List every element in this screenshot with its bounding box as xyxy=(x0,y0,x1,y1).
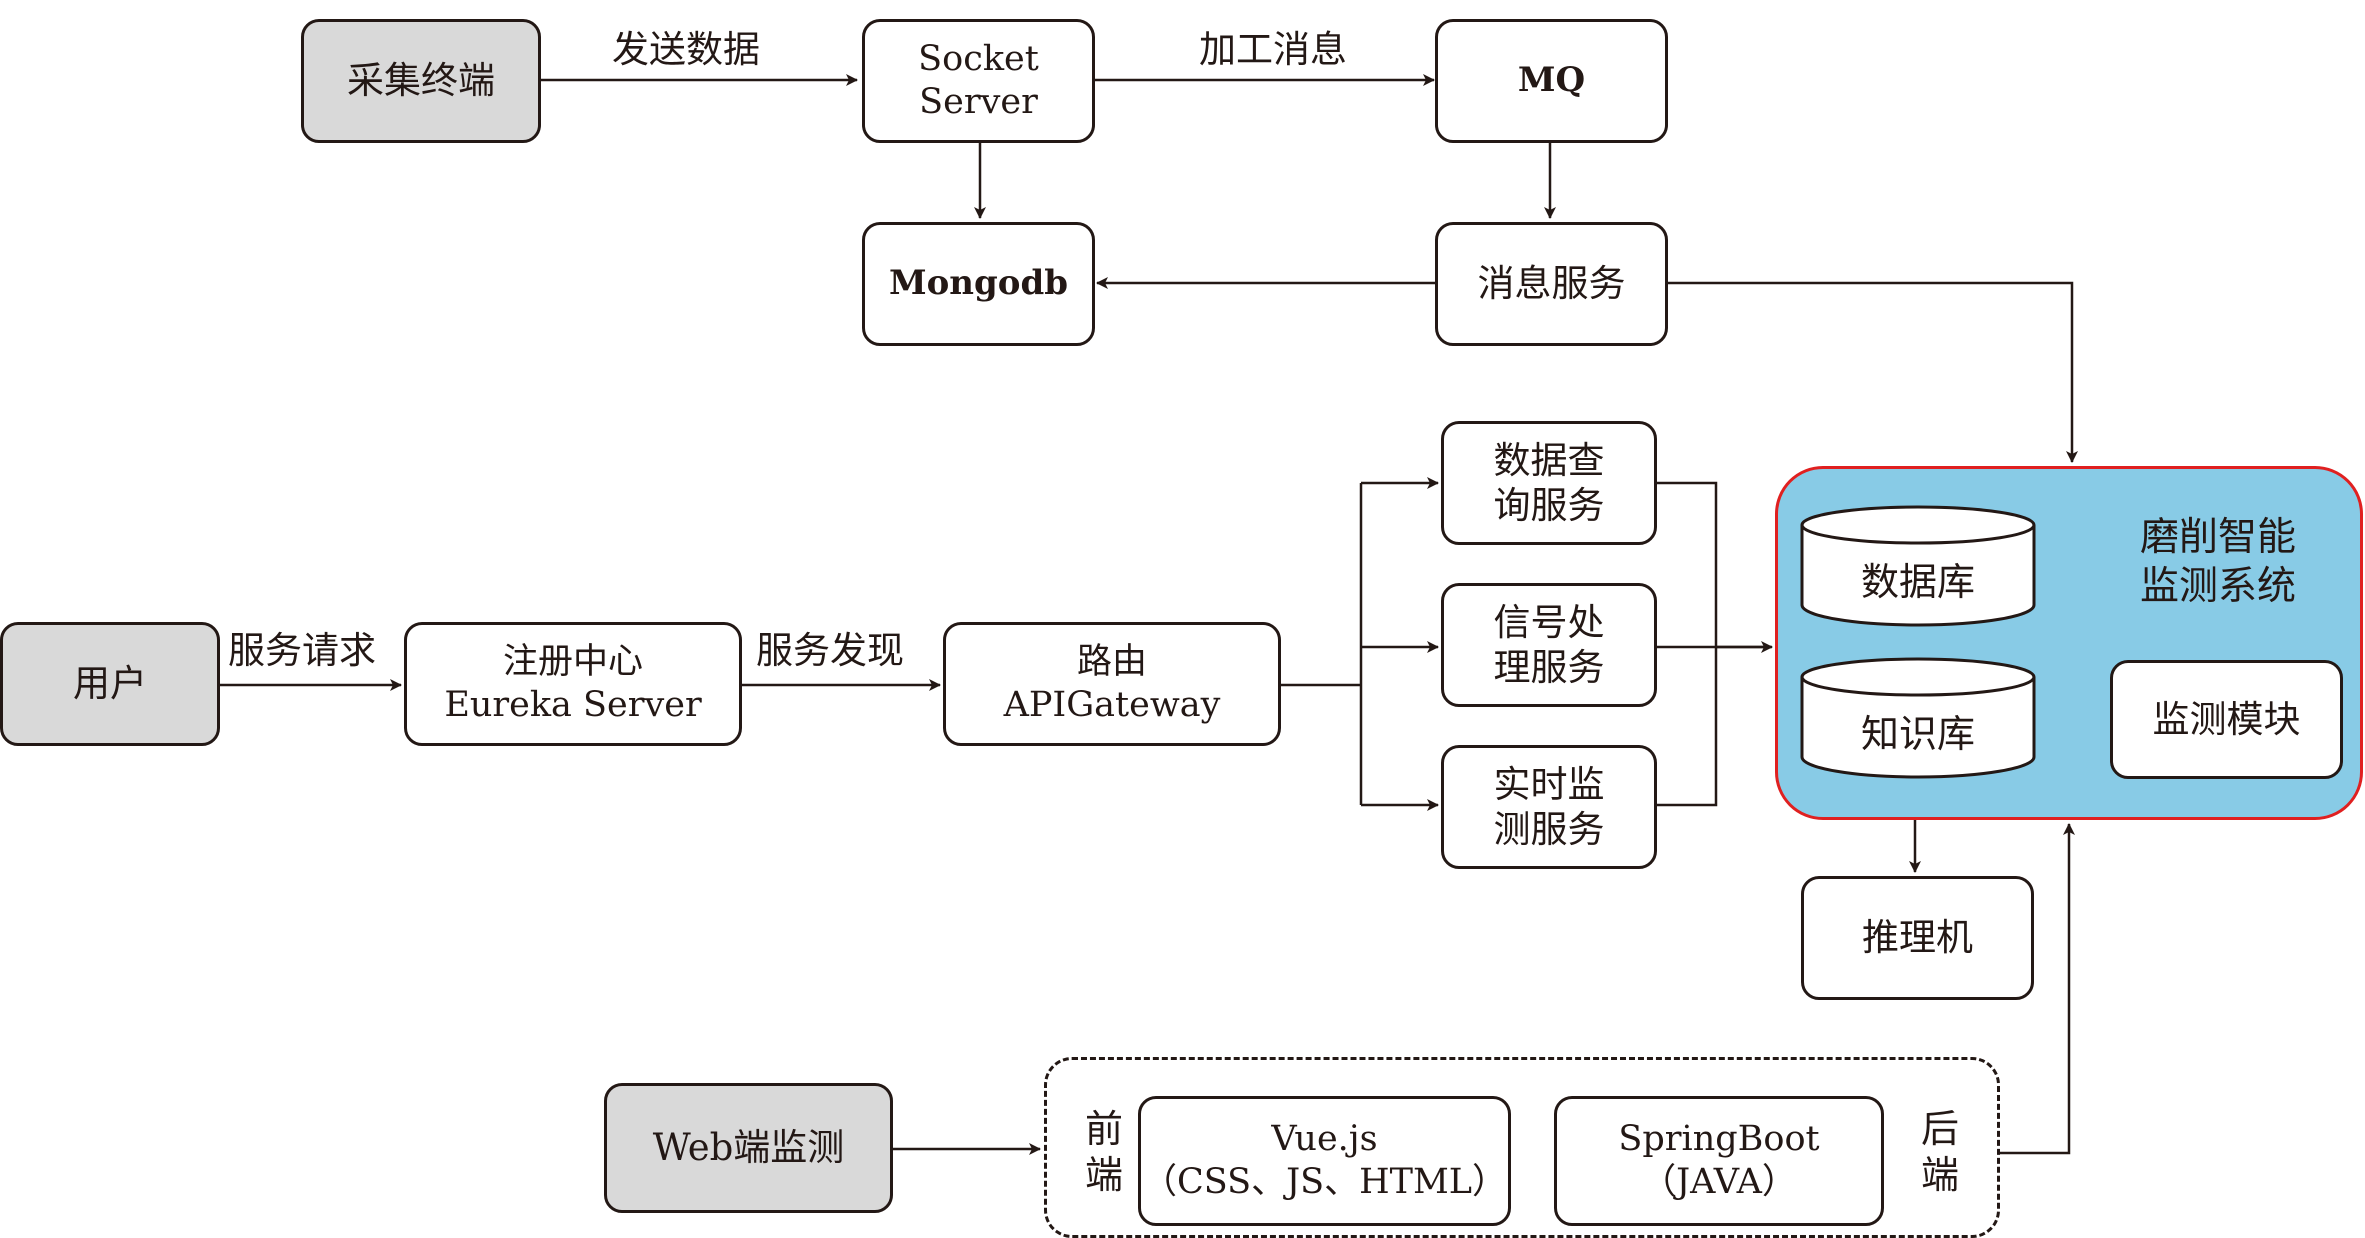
query-service-line1: 数据查 xyxy=(1493,438,1605,482)
knowledge-base-cylinder: 知识库 xyxy=(1800,657,2036,779)
inference-engine-node: 推理机 xyxy=(1801,876,2034,1000)
query-service-line2: 询服务 xyxy=(1493,484,1605,527)
edge-label-send-data: 发送数据 xyxy=(612,28,760,71)
edge-services-system xyxy=(1657,481,1771,807)
frontend-label-char2: 端 xyxy=(1084,1152,1123,1197)
knowledge-base-label: 知识库 xyxy=(1860,712,1975,756)
frontend-label-char1: 前 xyxy=(1084,1107,1123,1151)
mq-label: MQ xyxy=(1517,60,1586,101)
mongodb-label: Mongodb xyxy=(888,263,1069,304)
backend-label: 后 端 xyxy=(1918,1107,1962,1198)
mongodb-node: Mongodb xyxy=(862,222,1095,346)
monitor-module-label: 监测模块 xyxy=(2152,697,2301,741)
edge-gateway-bus xyxy=(1281,483,1363,805)
eureka-node: 注册中心 Eureka Server xyxy=(404,622,742,746)
user-label: 用户 xyxy=(73,662,147,706)
database-cylinder: 数据库 xyxy=(1800,505,2036,627)
edge-backend-system xyxy=(2000,823,2075,1155)
user-node: 用户 xyxy=(0,622,220,746)
web-monitor-node: Web端监测 xyxy=(604,1083,893,1213)
message-service-node: 消息服务 xyxy=(1435,222,1668,346)
socket-server-node: Socket Server xyxy=(862,19,1095,143)
monitor-module-node: 监测模块 xyxy=(2110,660,2343,779)
web-monitor-label: Web端监测 xyxy=(652,1126,845,1170)
frontend-backend-frame xyxy=(1044,1057,2000,1238)
monitor-service-line2: 测服务 xyxy=(1493,808,1605,851)
frontend-label: 前 端 xyxy=(1082,1107,1126,1198)
eureka-line2: Eureka Server xyxy=(444,685,702,725)
signal-service-line2: 理服务 xyxy=(1493,646,1605,689)
signal-service-node: 信号处 理服务 xyxy=(1441,583,1657,707)
backend-label-char2: 端 xyxy=(1920,1152,1959,1197)
collector-node: 采集终端 xyxy=(301,19,541,143)
query-service-node: 数据查 询服务 xyxy=(1441,421,1657,545)
system-title: 磨削智能 监测系统 xyxy=(2140,514,2296,612)
vue-node: Vue.js （CSS、JS、HTML） xyxy=(1138,1096,1511,1226)
mq-node: MQ xyxy=(1435,19,1668,143)
vue-line1: Vue.js xyxy=(1271,1119,1378,1160)
eureka-line1: 注册中心 xyxy=(502,642,643,683)
monitor-service-node: 实时监 测服务 xyxy=(1441,745,1657,869)
message-service-label: 消息服务 xyxy=(1477,262,1626,306)
vue-line2: （CSS、JS、HTML） xyxy=(1141,1162,1508,1202)
springboot-node: SpringBoot （JAVA） xyxy=(1554,1096,1884,1226)
edge-label-service-request: 服务请求 xyxy=(228,629,376,672)
edge-label-service-discovery: 服务发现 xyxy=(756,629,904,672)
edge-label-process-message: 加工消息 xyxy=(1199,28,1347,71)
inference-engine-label: 推理机 xyxy=(1862,916,1973,960)
system-title-line1: 磨削智能 xyxy=(2140,515,2297,560)
edge-message-system xyxy=(1667,281,2078,463)
signal-service-line1: 信号处 xyxy=(1493,600,1605,644)
monitor-service-line1: 实时监 xyxy=(1493,762,1605,806)
gateway-line1: 路由 xyxy=(1076,642,1147,683)
database-label: 数据库 xyxy=(1860,560,1975,604)
gateway-node: 路由 APIGateway xyxy=(943,622,1281,746)
backend-label-char1: 后 xyxy=(1920,1107,1959,1151)
collector-label: 采集终端 xyxy=(347,59,495,103)
springboot-line1: SpringBoot xyxy=(1618,1119,1820,1160)
system-title-line2: 监测系统 xyxy=(2140,563,2297,609)
socket-server-line1: Socket xyxy=(918,39,1039,80)
gateway-line2: APIGateway xyxy=(1003,685,1221,725)
socket-server-line2: Server xyxy=(919,82,1038,122)
springboot-line2: （JAVA） xyxy=(1641,1162,1797,1202)
